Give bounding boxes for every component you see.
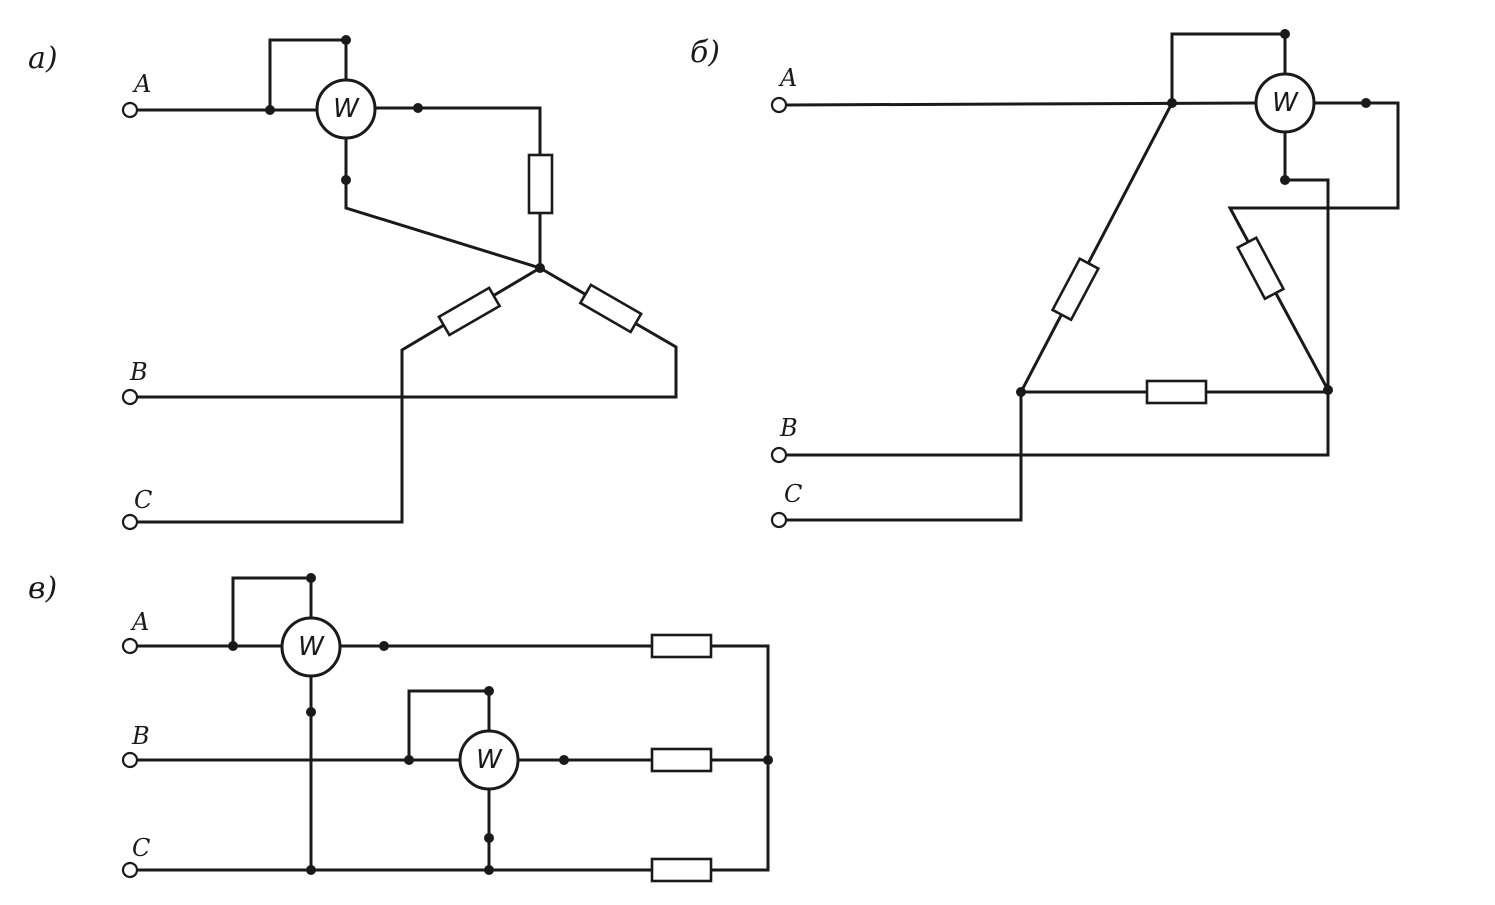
panel-c-terminal-a xyxy=(121,637,139,655)
panel-c-resistor-a xyxy=(650,633,713,659)
panel-b-phase-b-label: B xyxy=(779,414,798,442)
panel-a: а) A B C W xyxy=(28,35,678,531)
panel-a-wattmeter xyxy=(315,78,377,140)
panel-b-junction xyxy=(1280,29,1290,39)
panel-b-junction xyxy=(1016,387,1026,397)
panel-c-resistor-b xyxy=(650,747,713,773)
panel-b-delta-left xyxy=(1018,100,1175,395)
panel-a-voltage-lead xyxy=(344,136,542,270)
panel-b-resistor-ca xyxy=(1235,235,1286,301)
panel-a-junction xyxy=(341,175,351,185)
panel-b-terminal-b xyxy=(770,446,788,464)
panel-c-junction xyxy=(306,865,316,875)
panel-b: б) A B C W xyxy=(690,29,1400,529)
panel-a-junction xyxy=(413,103,423,113)
panel-c-junction xyxy=(379,641,389,651)
panel-b-line-a xyxy=(785,101,1257,107)
panel-c-wattmeter-2-symbol: W xyxy=(476,745,503,775)
panel-c-phase-a-label: A xyxy=(130,608,149,636)
panel-c-wattmeter-2 xyxy=(458,729,520,791)
panel-b-junction xyxy=(1323,385,1333,395)
panel-a-junction xyxy=(341,35,351,45)
panel-b-terminal-a xyxy=(770,96,788,114)
panel-b-resistor-bc xyxy=(1145,379,1208,405)
panel-c-junction xyxy=(306,573,316,583)
panel-b-voltage-lead xyxy=(1283,130,1330,392)
panel-a-terminal-a xyxy=(121,101,139,119)
panel-b-label: б) xyxy=(690,35,720,70)
panel-c-junction xyxy=(404,755,414,765)
panel-c-resistor-c xyxy=(650,857,713,883)
panel-c-junction xyxy=(484,833,494,843)
panel-a-resistor-b xyxy=(437,286,502,337)
panel-c-junction xyxy=(484,865,494,875)
panel-c: в) A B C W W xyxy=(28,571,773,883)
panel-a-star-branch-c xyxy=(537,265,678,398)
panel-b-line-c xyxy=(785,390,1023,522)
panel-b-voltage-loop xyxy=(1170,32,1287,105)
panel-c-w1-voltage-loop xyxy=(231,576,313,648)
panel-c-terminal-b xyxy=(121,751,139,769)
panel-b-phase-c-label: C xyxy=(784,480,802,508)
panel-a-phase-a-label: A xyxy=(132,70,151,98)
panel-a-junction xyxy=(265,105,275,115)
panel-b-junction xyxy=(1280,175,1290,185)
panel-c-wattmeter-1-symbol: W xyxy=(298,632,325,662)
panel-a-phase-c-label: C xyxy=(134,486,152,514)
panel-b-wattmeter xyxy=(1254,72,1316,134)
panel-c-junction xyxy=(484,686,494,696)
panel-b-phase-a-label: A xyxy=(778,64,797,92)
panel-b-junction xyxy=(1361,98,1371,108)
panel-b-wattmeter-symbol: W xyxy=(1272,88,1299,118)
panel-a-phase-b-label: B xyxy=(129,358,148,386)
panel-a-voltage-loop xyxy=(268,38,348,112)
panel-b-junction xyxy=(1167,98,1177,108)
panel-a-wire-a-load xyxy=(374,106,542,157)
panel-c-phase-b-label: B xyxy=(131,722,150,750)
panel-c-star-node xyxy=(763,755,773,765)
panel-c-w2-voltage-loop xyxy=(407,689,491,762)
panel-a-label: а) xyxy=(28,41,58,76)
panel-a-terminal-c xyxy=(121,513,139,531)
panel-c-junction xyxy=(306,707,316,717)
panel-c-wattmeter-1 xyxy=(280,616,342,678)
panel-a-wattmeter-symbol: W xyxy=(333,94,360,124)
panel-c-terminal-c xyxy=(121,861,139,879)
panel-b-terminal-c xyxy=(770,511,788,529)
panel-a-resistor-a xyxy=(527,153,554,215)
panel-b-line-b xyxy=(785,390,1330,457)
panel-b-resistor-ab xyxy=(1050,256,1101,322)
panel-a-neutral-node xyxy=(535,263,545,273)
panel-c-junction xyxy=(228,641,238,651)
panel-c-line-a-load xyxy=(709,644,770,872)
panel-a-terminal-b xyxy=(121,388,139,406)
panel-a-resistor-c xyxy=(578,283,643,334)
panel-c-label: в) xyxy=(28,571,57,606)
panel-c-junction xyxy=(559,755,569,765)
panel-c-phase-c-label: C xyxy=(132,834,150,862)
